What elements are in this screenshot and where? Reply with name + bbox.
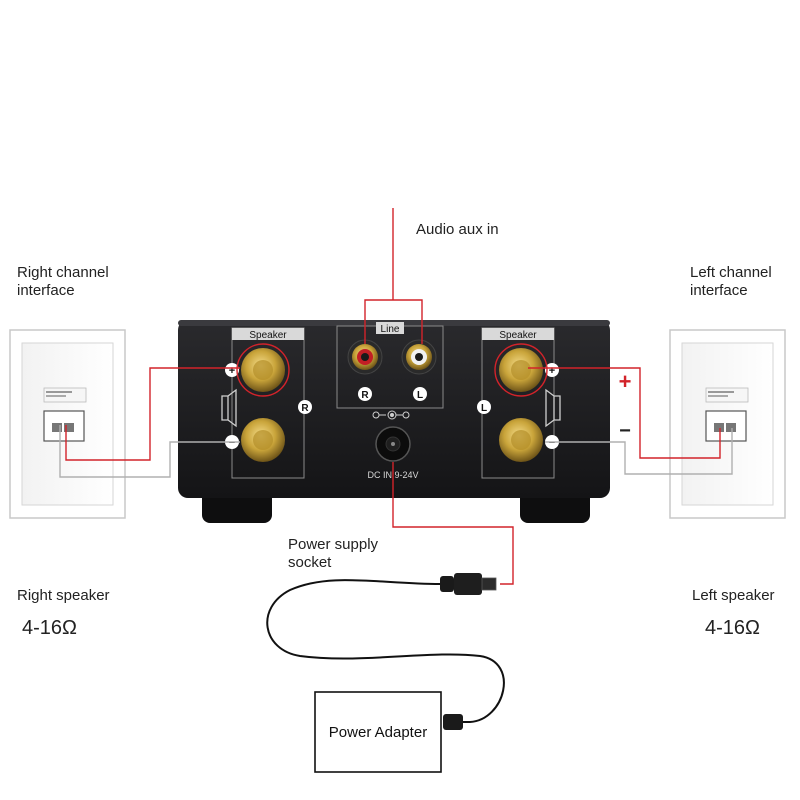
r-plus-badge: [225, 363, 239, 377]
right-channel-line1: Right channel: [17, 264, 109, 281]
left-speaker: [669, 329, 786, 519]
right-impedance-label: 4-16Ω: [22, 617, 77, 639]
speaker-panel-r-title: Speaker: [249, 330, 287, 341]
power-adapter-box: [314, 691, 442, 773]
adapter-plug-icon: [443, 714, 463, 730]
power-socket-line2: socket: [288, 554, 332, 571]
power-supply-socket-label: Power supply socket: [288, 536, 378, 572]
left-impedance-label: 4-16Ω: [705, 617, 760, 639]
svg-text:L: L: [481, 403, 487, 414]
channel-r-badge: [298, 400, 312, 414]
power-adapter-label: Power Adapter: [329, 724, 427, 741]
power-socket-line1: Power supply: [288, 536, 379, 553]
red-wires: [65, 208, 721, 585]
right-speaker-label: Right speaker: [17, 587, 110, 604]
audio-aux-in-label: Audio aux in: [416, 221, 499, 238]
channel-l-badge: [477, 400, 491, 414]
gray-wires: [59, 425, 733, 478]
svg-text:−: −: [549, 437, 555, 449]
dc-plug-icon: [440, 576, 454, 592]
speaker-symbol-icon: [545, 388, 561, 428]
right-channel-interface-label: Right channel interface: [17, 264, 109, 300]
right-speaker: [9, 329, 126, 519]
svg-text:L: L: [417, 390, 423, 401]
svg-text:−: −: [229, 437, 235, 449]
amplifier: Speaker + − R Line R L: [178, 320, 610, 498]
l-plus-badge: [545, 363, 559, 377]
jack-r-badge: [358, 387, 372, 401]
polarity-minus-label: −: [619, 420, 631, 442]
left-channel-line2: interface: [690, 282, 748, 299]
right-channel-line2: interface: [17, 282, 75, 299]
left-channel-interface-label: Left channel interface: [690, 264, 772, 300]
left-channel-line1: Left channel: [690, 264, 772, 281]
svg-text:R: R: [361, 390, 369, 401]
left-speaker-label: Left speaker: [692, 587, 775, 604]
line-panel-title: Line: [381, 324, 400, 335]
jack-l-badge: [413, 387, 427, 401]
svg-text:+: +: [549, 365, 555, 377]
power-cable: [266, 573, 505, 730]
dc-polarity-icon: [372, 410, 410, 420]
svg-text:R: R: [301, 403, 309, 414]
speaker-panel-l-title: Speaker: [499, 330, 537, 341]
speaker-symbol-icon: [221, 388, 237, 428]
polarity-plus-label: +: [619, 369, 632, 394]
svg-text:+: +: [229, 365, 235, 377]
